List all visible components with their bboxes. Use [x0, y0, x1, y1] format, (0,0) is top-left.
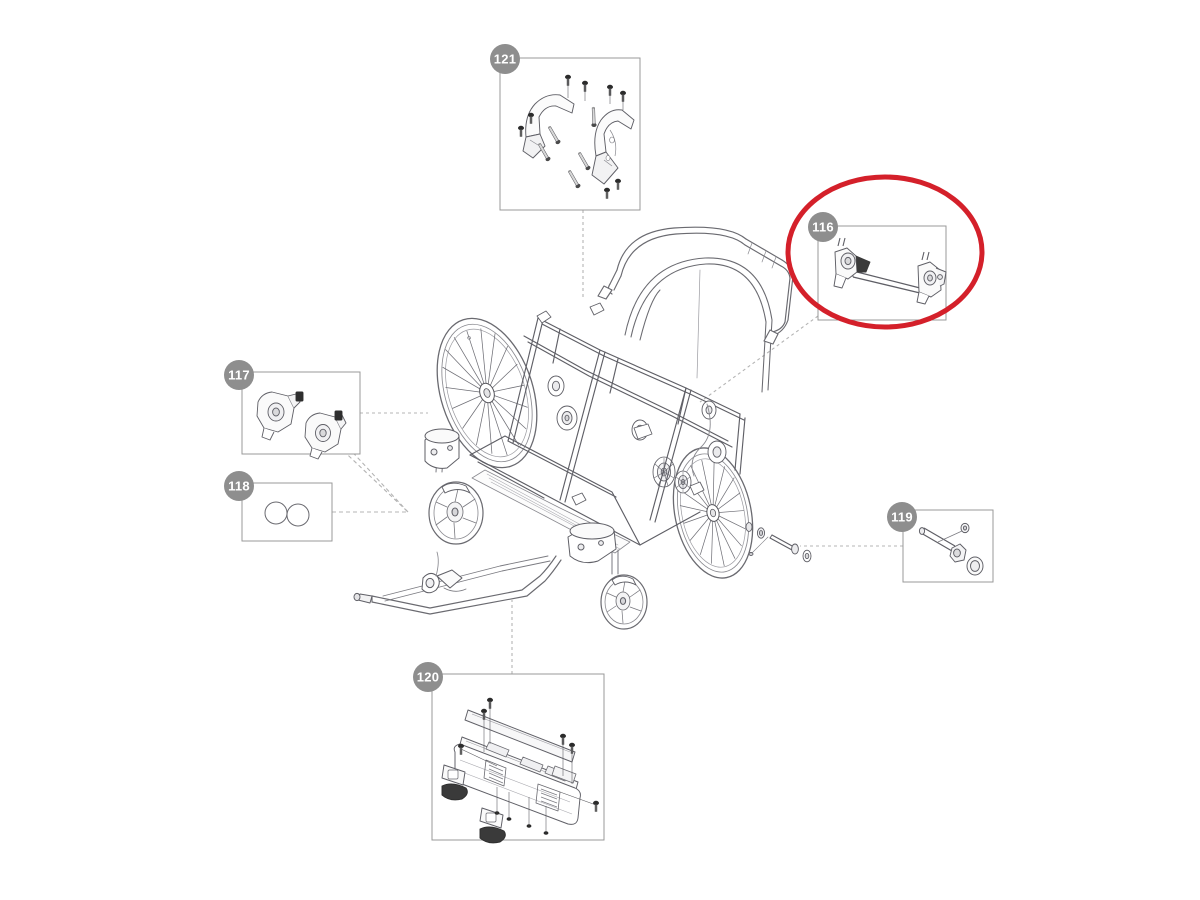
callout-120[interactable]: 120 [413, 662, 605, 844]
tow-arm-assembly [353, 551, 562, 615]
main-chassis-drawing [353, 226, 812, 630]
front-caster-wheel-right [567, 522, 648, 630]
leader-116 [699, 315, 819, 403]
callout-119-label: 119 [891, 510, 913, 525]
callout-118-parts [264, 501, 310, 527]
callout-116[interactable]: 116 [808, 212, 947, 321]
callout-116-badge [808, 212, 838, 242]
highlight-ellipse [785, 174, 985, 330]
caster-mount-right [567, 522, 617, 564]
rear-wheel-right [672, 447, 754, 579]
reflector-left-lower [479, 807, 506, 844]
callout-120-fasteners [457, 697, 600, 835]
axle-hardware-exploded [745, 522, 812, 563]
seat-back-frame [624, 257, 773, 393]
callout-117-label: 117 [228, 368, 250, 383]
callout-121[interactable]: 121 [490, 44, 641, 211]
callout-116-label: 116 [812, 220, 834, 235]
callout-118[interactable]: 118 [224, 471, 333, 542]
caster-wheel-body-right [600, 574, 648, 630]
push-handlebar [597, 226, 794, 345]
callout-121-box [499, 57, 641, 211]
leader-lines [331, 210, 903, 674]
callout-119-badge [887, 502, 917, 532]
caster-wheel-body [428, 481, 484, 545]
hitch-coupler [421, 569, 467, 594]
callout-121-label: 121 [494, 52, 517, 67]
callout-121-fasteners [517, 74, 627, 199]
callout-120-badge [413, 662, 443, 692]
callout-118-label: 118 [228, 479, 250, 494]
callout-121-parts [522, 94, 635, 185]
callout-116-parts [833, 237, 947, 305]
callout-117-parts [256, 391, 347, 460]
reflector-left-upper [441, 764, 468, 801]
callout-119[interactable]: 119 [887, 502, 994, 583]
front-caster-wheel-left [424, 428, 484, 545]
frame-joint-hubs [547, 375, 727, 464]
caster-mount-left [424, 428, 460, 469]
callout-120-label: 120 [417, 670, 440, 685]
callout-119-parts [918, 522, 984, 576]
rear-wheel-left [436, 317, 538, 469]
frame-fittings [536, 302, 705, 506]
callout-117-badge [224, 360, 254, 390]
callout-117[interactable]: 117 [224, 360, 361, 460]
chassis-frame [469, 317, 746, 554]
rear-strap [691, 403, 711, 477]
callout-120-parts [441, 709, 581, 844]
callout-118-badge [224, 471, 254, 501]
hitch-pin [353, 592, 373, 604]
callout-121-badge [490, 44, 520, 74]
